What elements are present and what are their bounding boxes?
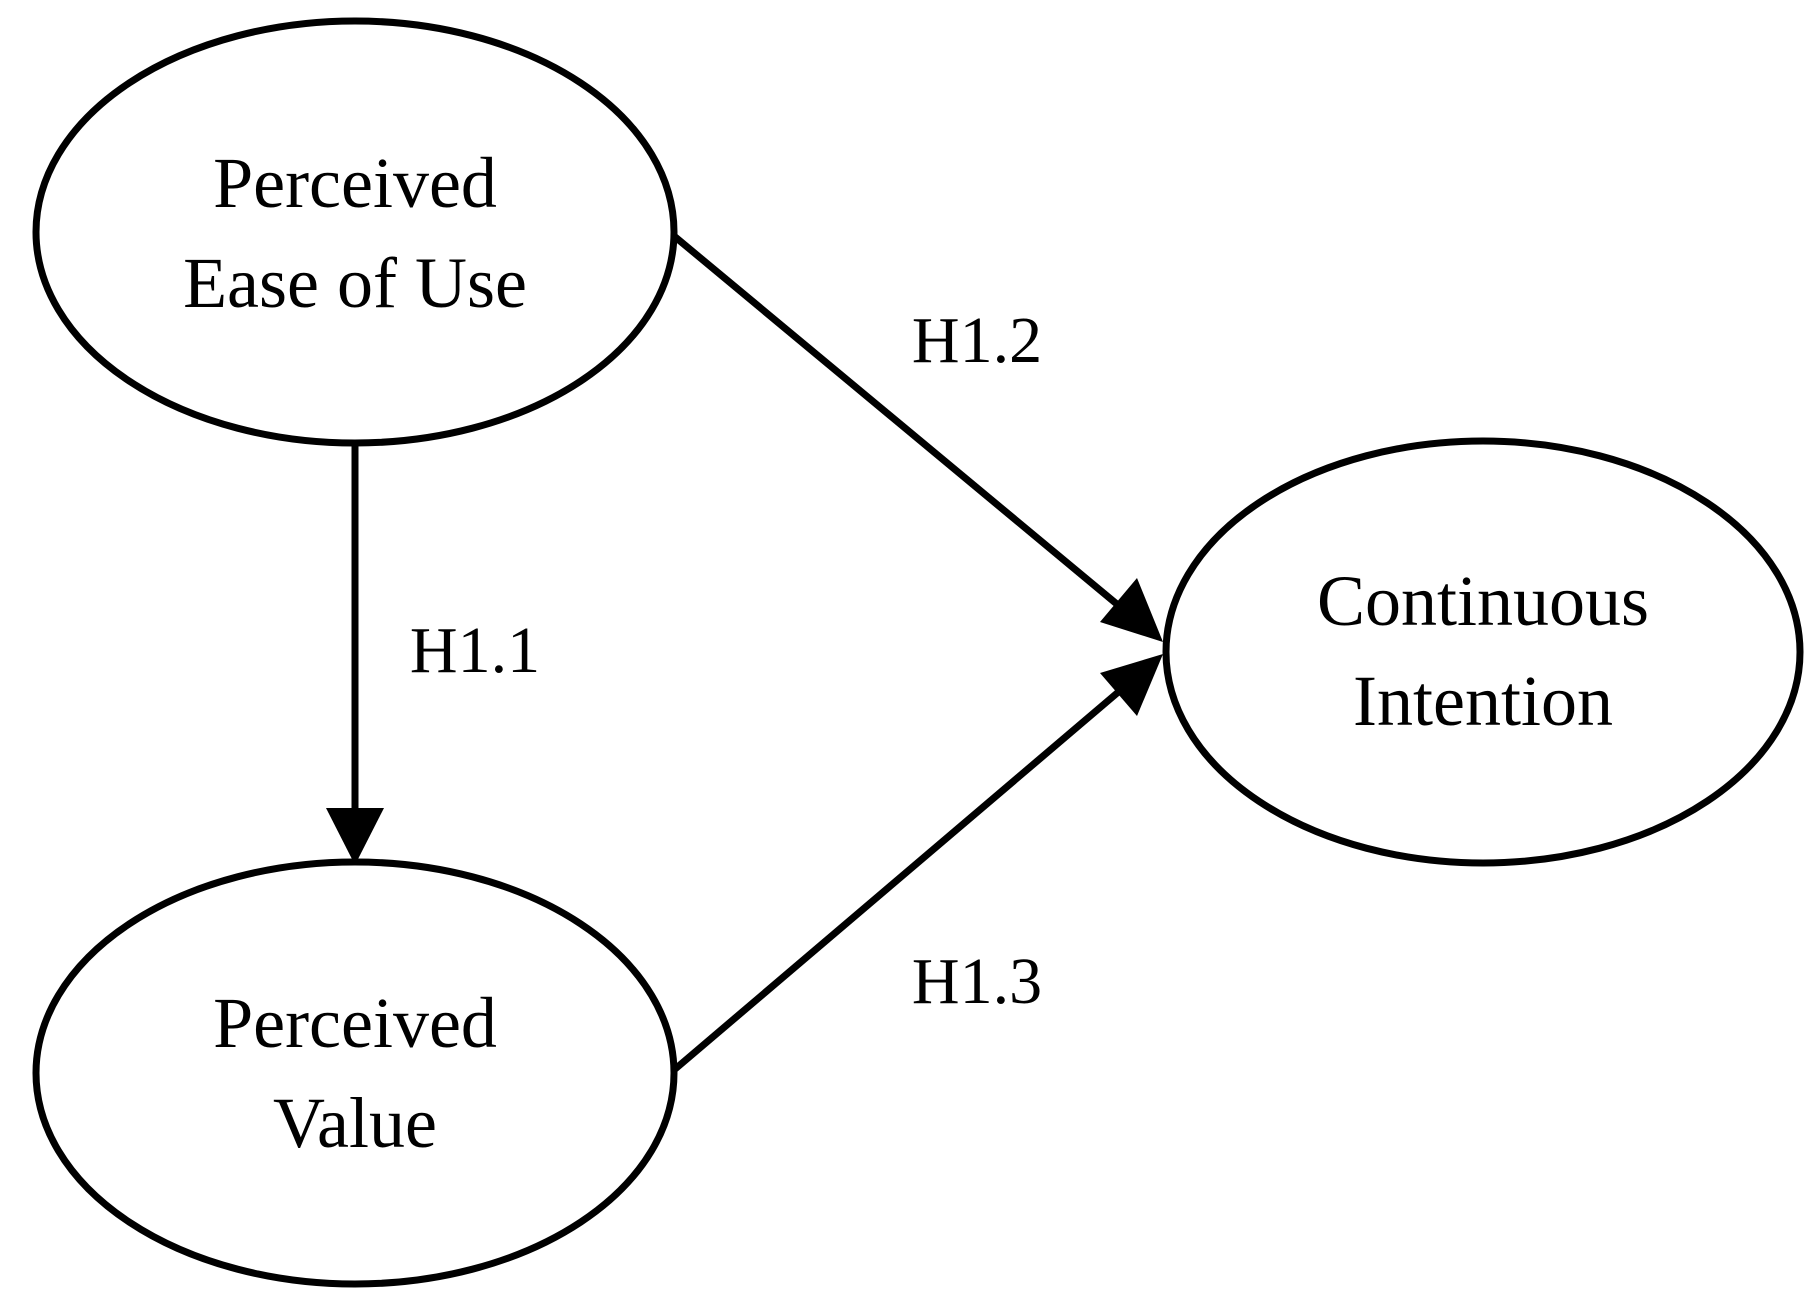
arrowhead-ease-of-use-to-intention <box>1100 578 1163 642</box>
edge-label-h1-1: H1.1 <box>410 614 540 687</box>
node-perceived-value-ellipse <box>32 858 678 1288</box>
edge-label-h1-2: H1.2 <box>912 304 1042 377</box>
node-perceived-ease-of-use-line-1: Perceived <box>213 143 497 223</box>
node-continuous-intention: Continuous Intention <box>1162 437 1804 867</box>
node-continuous-intention-ellipse <box>1162 437 1804 867</box>
node-perceived-ease-of-use-line-2: Ease of Use <box>183 243 527 323</box>
edge-h1-1: H1.1 <box>326 445 540 865</box>
edge-h1-3: H1.3 <box>671 654 1163 1073</box>
node-perceived-ease-of-use-ellipse <box>32 17 678 447</box>
node-perceived-value: Perceived Value <box>32 858 678 1288</box>
arrow-value-to-intention <box>671 674 1139 1073</box>
edge-label-h1-3: H1.3 <box>912 945 1042 1018</box>
edge-h1-2: H1.2 <box>671 233 1163 642</box>
node-continuous-intention-line-2: Intention <box>1353 661 1613 741</box>
arrow-ease-of-use-to-intention <box>671 233 1139 623</box>
node-continuous-intention-line-1: Continuous <box>1317 561 1649 641</box>
node-perceived-ease-of-use: Perceived Ease of Use <box>32 17 678 447</box>
node-perceived-value-line-1: Perceived <box>213 983 497 1063</box>
arrowhead-value-to-intention <box>1100 654 1163 716</box>
node-perceived-value-line-2: Value <box>273 1083 437 1163</box>
arrowhead-ease-of-use-to-value <box>326 808 384 865</box>
